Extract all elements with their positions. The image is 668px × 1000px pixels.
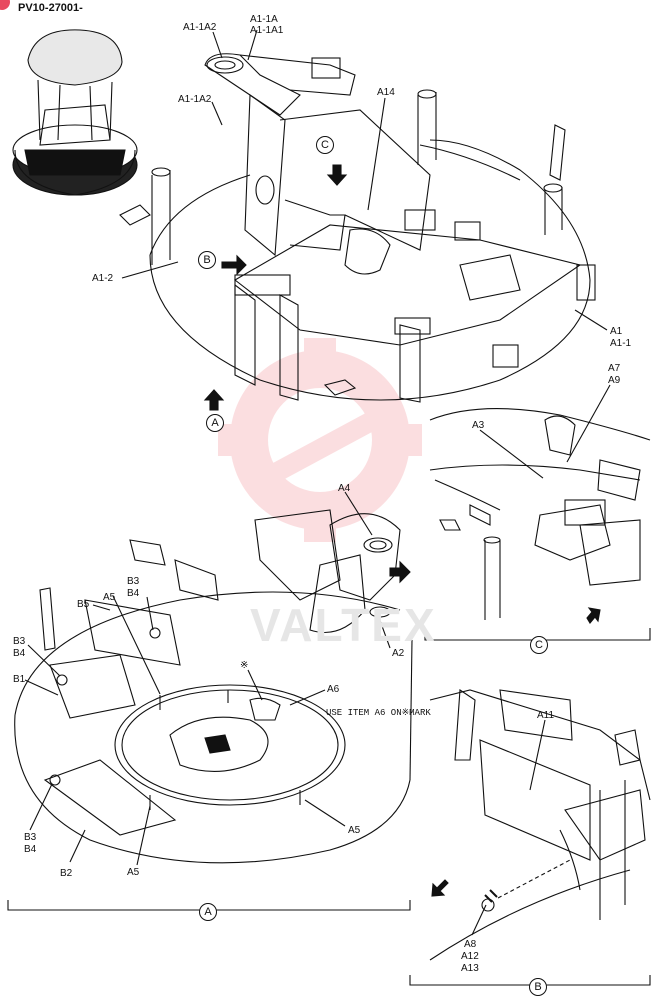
view-a-drawing [7, 491, 413, 911]
view-b-drawing [409, 689, 651, 986]
callout-a12: A12 [461, 951, 479, 962]
callout-b2: B2 [60, 868, 73, 879]
callout-a5-right: A5 [348, 825, 361, 836]
callout-a7: A7 [608, 363, 621, 374]
view-a-marker: A [206, 414, 224, 432]
callout-a5-bottom-left: A5 [127, 867, 140, 878]
callout-a1-1a1: A1-1A1 [250, 25, 284, 36]
callout-a1-2: A1-2 [92, 273, 114, 284]
callout-a1-1a: A1-1A [250, 14, 278, 25]
callout-a2: A2 [392, 648, 405, 659]
callout-b3-top: B3 [127, 576, 140, 587]
corner-badge [0, 0, 10, 10]
machine-thumbnail [12, 29, 138, 196]
callout-a1-1a2-top: A1-1A2 [183, 22, 217, 33]
callout-a14: A14 [377, 87, 395, 98]
callout-b5: B5 [77, 599, 90, 610]
callout-a11: A11 [537, 710, 555, 721]
callout-b3-bottom: B3 [24, 832, 37, 843]
callout-a13: A13 [461, 963, 479, 974]
view-a-title: A [199, 903, 217, 921]
view-c-title: C [530, 636, 548, 654]
view-c-marker: C [316, 136, 334, 154]
callout-a1: A1 [610, 326, 623, 337]
callout-a3: A3 [472, 420, 485, 431]
view-c-drawing [424, 384, 651, 641]
watermark-text: VALTEX [250, 599, 437, 651]
view-b-marker: B [198, 251, 216, 269]
callout-a5-top: A5 [103, 592, 116, 603]
a6-usage-note: USE ITEM A6 ON※MARK [326, 708, 431, 718]
serial-range: PV10-27001- [18, 2, 83, 14]
callout-a4: A4 [338, 483, 351, 494]
callout-a9: A9 [608, 375, 621, 386]
callout-a8: A8 [464, 939, 477, 950]
callout-a6: A6 [327, 684, 340, 695]
callout-b4-top: B4 [127, 588, 140, 599]
callout-b1: B1 [13, 674, 26, 685]
watermark-logo [218, 338, 422, 542]
upper-frame-drawing [119, 29, 608, 411]
callout-a1-1a2-left: A1-1A2 [178, 94, 212, 105]
view-b-title: B [529, 978, 547, 996]
callout-b3-left: B3 [13, 636, 26, 647]
callout-b4-bottom: B4 [24, 844, 37, 855]
callout-a1-1: A1-1 [610, 338, 632, 349]
mark-symbol: ※ [240, 660, 249, 671]
callout-b4-left: B4 [13, 648, 26, 659]
